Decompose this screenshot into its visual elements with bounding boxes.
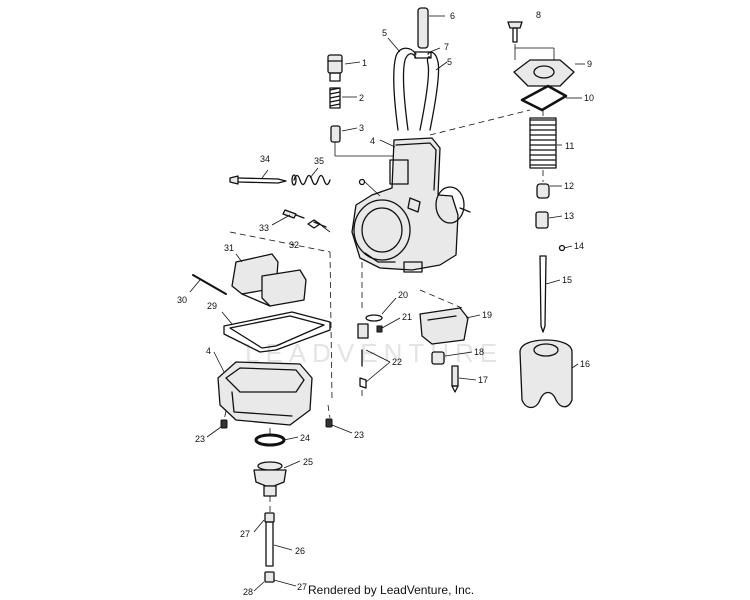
part-33-screw [282,209,305,219]
part-21-screw [376,325,383,333]
callout-13: 13 [564,211,574,221]
part-12-retainer [536,183,550,199]
callout-22: 22 [392,357,402,367]
callout-labels: 1 2 3 4 4 5 5 6 7 8 9 10 11 12 13 14 15 … [177,10,594,597]
leader-lines [189,15,585,592]
part-15-jet-needle [539,255,547,333]
part-20-washer [365,314,383,322]
part-5-vent-tubes [393,47,440,131]
callout-27: 27 [240,529,250,539]
callout-3: 3 [359,123,364,133]
part-18-jet [431,351,445,365]
part-9-cap [513,59,575,87]
part-17-needle [451,365,459,393]
callout-20: 20 [398,290,408,300]
callout-6: 6 [450,11,455,21]
part-25-main-jet-cover [253,461,287,497]
callout-29: 29 [207,301,217,311]
callout-4: 4 [370,136,375,146]
callout-9: 9 [587,59,592,69]
part-3-fitting [330,125,341,143]
credit-text: Rendered by LeadVenture, Inc. [308,583,475,597]
part-22-needle-jet [357,323,369,389]
part-24-o-ring [254,433,286,447]
part-16-throttle-slide [519,339,573,409]
callout-21: 21 [402,312,412,322]
callout-17: 17 [478,375,488,385]
callout-19: 19 [482,310,492,320]
callout-28: 28 [243,587,253,597]
callout-31: 31 [224,243,234,253]
part-32-jet [307,219,327,229]
part-34-screw [229,175,287,185]
callout-10: 10 [584,93,594,103]
part-23-screw-left [220,419,228,429]
part-19-cover [419,307,469,345]
part-2-spring [329,87,341,109]
part-8-screw [507,21,523,43]
callout-12: 12 [564,181,574,191]
callout-4: 4 [206,346,211,356]
part-28-fitting-bottom [264,571,275,583]
part-14-clip [558,244,566,252]
callout-26: 26 [295,546,305,556]
callout-30: 30 [177,295,187,305]
part-11-spring [529,117,557,169]
callout-18: 18 [474,347,484,357]
callout-7: 7 [444,42,449,52]
callout-5: 5 [382,28,387,38]
part-10-gasket [520,84,568,112]
part-4-carburetor-body [351,137,471,273]
callout-16: 16 [580,359,590,369]
part-29-gasket [223,311,331,353]
callout-32: 32 [289,240,299,250]
part-27-fitting-top [264,512,275,523]
callout-8: 8 [536,10,541,20]
callout-11: 11 [565,141,574,151]
part-35-spring [291,174,331,186]
callout-14: 14 [574,241,584,251]
part-26-needle-tube [265,521,274,567]
callout-5: 5 [447,57,452,67]
callout-23: 23 [195,434,205,444]
callout-34: 34 [260,154,270,164]
callout-1: 1 [362,58,367,68]
callout-24: 24 [300,433,310,443]
part-4-float-bowl [217,361,313,426]
callout-15: 15 [562,275,572,285]
callout-2: 2 [359,93,364,103]
part-23-screw-right [325,418,333,428]
part-6-vent-fitting [417,7,429,49]
callout-35: 35 [314,156,324,166]
callout-27: 27 [297,582,307,592]
callout-23: 23 [354,430,364,440]
part-13-spacer [535,211,549,229]
part-30-float-pin [192,274,227,295]
callout-25: 25 [303,457,313,467]
part-1-cable-adjuster [327,54,343,82]
callout-33: 33 [259,223,269,233]
part-31-float [231,253,307,307]
